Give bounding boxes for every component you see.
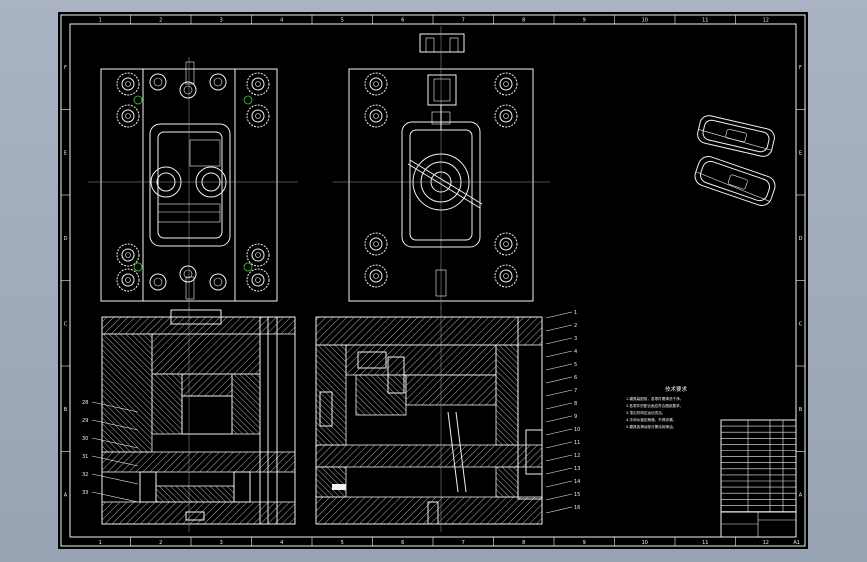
part-label: 5 bbox=[574, 362, 577, 368]
phone-case-isometric-1 bbox=[697, 115, 775, 157]
zone-letter: F bbox=[799, 65, 802, 71]
zone-number: 7 bbox=[462, 18, 465, 24]
zone-letter: C bbox=[64, 321, 68, 327]
zone-number: 6 bbox=[401, 18, 404, 24]
zone-number: 1 bbox=[99, 18, 102, 24]
part-label: 9 bbox=[574, 414, 577, 420]
zone-number: 4 bbox=[280, 540, 283, 546]
zone-number: 3 bbox=[220, 540, 223, 546]
zone-number: 12 bbox=[763, 540, 769, 546]
part-label: 12 bbox=[574, 453, 580, 459]
zone-number: 8 bbox=[522, 18, 525, 24]
part-label: 7 bbox=[574, 388, 577, 394]
section-view-left bbox=[101, 307, 296, 532]
plan-view-moving-bolts bbox=[364, 72, 518, 288]
part-label: 13 bbox=[574, 466, 580, 472]
part-label: 15 bbox=[574, 492, 580, 498]
notes-title: 技术要求 bbox=[665, 385, 688, 393]
zone-number: 11 bbox=[702, 540, 708, 546]
title-block: A1 bbox=[720, 419, 800, 546]
zone-number: 5 bbox=[341, 18, 344, 24]
zone-letter: D bbox=[64, 236, 68, 242]
zone-number: 11 bbox=[702, 18, 708, 24]
sheet-size: A1 bbox=[793, 540, 800, 546]
zone-letter: F bbox=[64, 65, 67, 71]
part-label: 29 bbox=[82, 418, 88, 424]
note-line: 4.冷却水道应畅通，不得渗漏。 bbox=[626, 417, 676, 422]
part-label: 31 bbox=[82, 454, 88, 460]
note-line: 5.模具各滑动部分需涂润滑油。 bbox=[626, 424, 676, 429]
zone-number: 10 bbox=[642, 18, 648, 24]
zone-letter: E bbox=[799, 150, 802, 156]
zone-number: 9 bbox=[583, 540, 586, 546]
zone-number: 5 bbox=[341, 540, 344, 546]
part-label: 14 bbox=[574, 479, 580, 485]
zone-letter: A bbox=[799, 492, 803, 498]
zone-number: 7 bbox=[462, 540, 465, 546]
zone-letter: D bbox=[799, 236, 803, 242]
technical-notes: 技术要求 1.模具装配前，各零件需清洗干净。 2.各零件的配合面应符合图纸要求，… bbox=[626, 385, 687, 429]
part-label: 6 bbox=[574, 375, 577, 381]
zone-number: 3 bbox=[220, 18, 223, 24]
plan-view-fixed bbox=[88, 57, 298, 310]
plan-view-moving bbox=[333, 26, 550, 310]
note-line: 3.顶出机构应运动灵活。 bbox=[626, 410, 665, 415]
zone-letter: C bbox=[799, 321, 803, 327]
zone-letter: A bbox=[64, 492, 68, 498]
part-label: 30 bbox=[82, 436, 88, 442]
section-view-right bbox=[315, 307, 543, 532]
zone-letter: B bbox=[64, 407, 68, 413]
section-view-left-labels: 28 29 30 31 32 33 bbox=[82, 400, 139, 503]
zone-number: 2 bbox=[159, 18, 162, 24]
note-line: 1.模具装配前，各零件需清洗干净。 bbox=[626, 396, 683, 401]
zone-number: 9 bbox=[583, 18, 586, 24]
zone-number: 1 bbox=[99, 540, 102, 546]
zone-number: 4 bbox=[280, 18, 283, 24]
note-line: 2.各零件的配合面应符合图纸要求， bbox=[626, 403, 683, 408]
part-label: 10 bbox=[574, 427, 580, 433]
part-label: 4 bbox=[574, 349, 577, 355]
part-label: 16 bbox=[574, 505, 580, 511]
part-label: 1 bbox=[574, 310, 577, 316]
zone-letter: B bbox=[799, 407, 803, 413]
part-label: 8 bbox=[574, 401, 577, 407]
part-label: 28 bbox=[82, 400, 88, 406]
part-label: 11 bbox=[574, 440, 580, 446]
phone-case-isometric-2 bbox=[694, 156, 776, 206]
zone-number: 8 bbox=[522, 540, 525, 546]
part-label: 2 bbox=[574, 323, 577, 329]
plan-view-fixed-bolts bbox=[116, 72, 270, 292]
zone-number: 10 bbox=[642, 540, 648, 546]
zone-number: 6 bbox=[401, 540, 404, 546]
zone-number: 2 bbox=[159, 540, 162, 546]
zone-letter: E bbox=[64, 150, 67, 156]
part-label: 32 bbox=[82, 472, 88, 478]
part-label: 3 bbox=[574, 336, 577, 342]
zone-number: 12 bbox=[763, 18, 769, 24]
zone-ticks bbox=[61, 15, 805, 546]
part-label: 33 bbox=[82, 490, 88, 496]
